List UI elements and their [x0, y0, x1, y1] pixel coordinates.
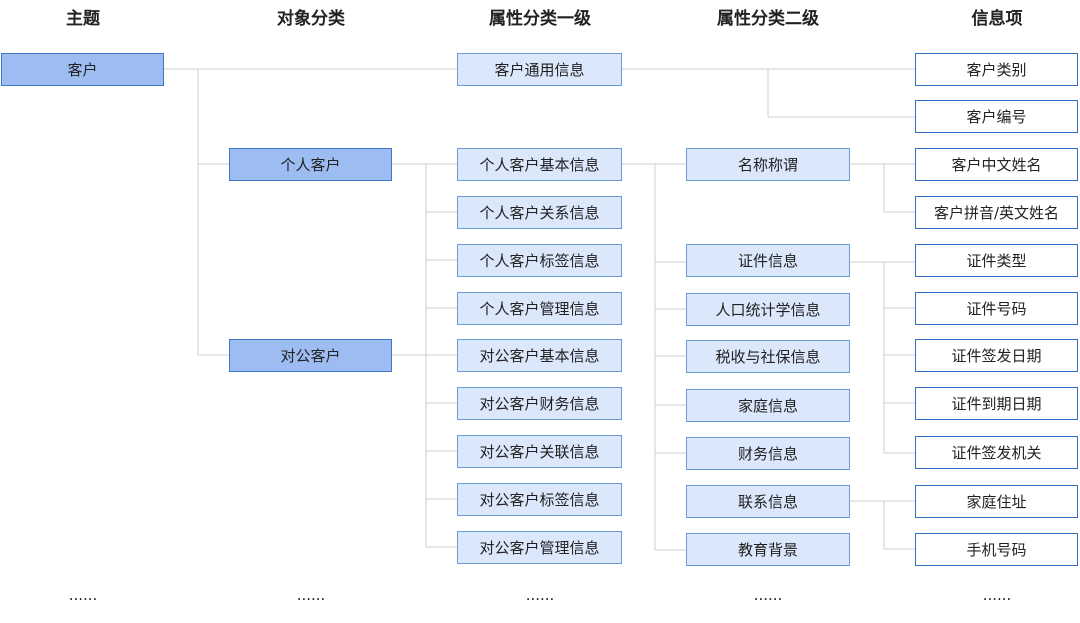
info-item-node[interactable]: 客户编号 [915, 100, 1078, 133]
attr-level2-node[interactable]: 名称称谓 [686, 148, 850, 181]
header-attr-level2: 属性分类二级 [717, 9, 819, 29]
attr-level2-node[interactable]: 税收与社保信息 [686, 340, 850, 373]
ellipsis-attr-level2: ...... [753, 586, 783, 604]
header-theme: 主题 [66, 9, 100, 29]
info-item-node[interactable]: 家庭住址 [915, 485, 1078, 518]
theme-node[interactable]: 客户 [1, 53, 164, 86]
attr-level1-node[interactable]: 个人客户管理信息 [457, 292, 622, 325]
info-item-node[interactable]: 客户中文姓名 [915, 148, 1078, 181]
ellipsis-info-item: ...... [982, 586, 1012, 604]
attr-level2-node[interactable]: 财务信息 [686, 437, 850, 470]
info-item-node[interactable]: 证件签发机关 [915, 436, 1078, 469]
attr-level1-node[interactable]: 对公客户基本信息 [457, 339, 622, 372]
ellipsis-theme: ...... [68, 586, 98, 604]
attr-level2-node[interactable]: 家庭信息 [686, 389, 850, 422]
attr-level2-node[interactable]: 证件信息 [686, 244, 850, 277]
attr-level2-node[interactable]: 人口统计学信息 [686, 293, 850, 326]
attr-level1-node[interactable]: 对公客户关联信息 [457, 435, 622, 468]
header-attr-level1: 属性分类一级 [489, 9, 591, 29]
attr-level1-node[interactable]: 个人客户基本信息 [457, 148, 622, 181]
attr-level1-node[interactable]: 个人客户关系信息 [457, 196, 622, 229]
info-item-node[interactable]: 证件签发日期 [915, 339, 1078, 372]
object-category-node[interactable]: 个人客户 [229, 148, 392, 181]
info-item-node[interactable]: 证件类型 [915, 244, 1078, 277]
attr-level2-node[interactable]: 联系信息 [686, 485, 850, 518]
ellipsis-object-category: ...... [296, 586, 326, 604]
ellipsis-attr-level1: ...... [525, 586, 555, 604]
attr-level1-node[interactable]: 个人客户标签信息 [457, 244, 622, 277]
info-item-node[interactable]: 证件到期日期 [915, 387, 1078, 420]
attr-level1-node[interactable]: 客户通用信息 [457, 53, 622, 86]
object-category-node[interactable]: 对公客户 [229, 339, 392, 372]
attr-level1-node[interactable]: 对公客户财务信息 [457, 387, 622, 420]
info-item-node[interactable]: 手机号码 [915, 533, 1078, 566]
header-info-item: 信息项 [971, 9, 1023, 29]
info-item-node[interactable]: 客户类别 [915, 53, 1078, 86]
attr-level1-node[interactable]: 对公客户管理信息 [457, 531, 622, 564]
header-object-category: 对象分类 [277, 9, 345, 29]
info-item-node[interactable]: 客户拼音/英文姓名 [915, 196, 1078, 229]
attr-level1-node[interactable]: 对公客户标签信息 [457, 483, 622, 516]
info-item-node[interactable]: 证件号码 [915, 292, 1078, 325]
attr-level2-node[interactable]: 教育背景 [686, 533, 850, 566]
